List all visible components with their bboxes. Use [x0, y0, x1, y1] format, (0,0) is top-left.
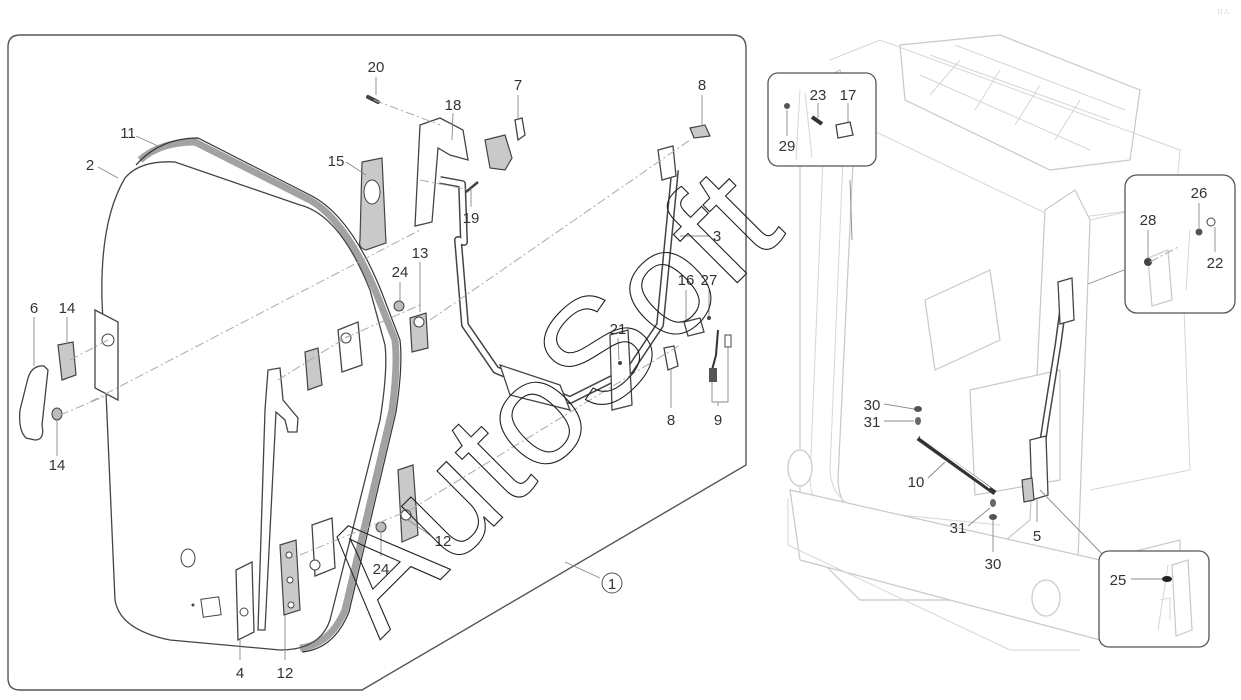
svg-text:23: 23: [810, 87, 827, 104]
svg-text:2: 2: [86, 157, 94, 174]
svg-text:16: 16: [678, 272, 695, 289]
callout-30-top: 30: [864, 397, 915, 414]
callout-27: 27: [701, 272, 718, 316]
door-handle-plate: [94, 308, 119, 402]
detail-inset-top: 23 17 29: [767, 72, 877, 167]
callout-13: 13: [412, 245, 429, 312]
callout-12-bottom: 12: [277, 615, 294, 682]
washer: [51, 407, 63, 421]
door-latch: [484, 134, 513, 171]
svg-text:17: 17: [840, 87, 857, 104]
callout-14-bottom: 14: [49, 420, 66, 474]
buffer-8b: [663, 345, 679, 371]
callout-28: 28: [1140, 212, 1157, 258]
svg-text:8: 8: [667, 412, 675, 429]
svg-text:30: 30: [864, 397, 881, 414]
callout-21: 21: [610, 321, 627, 361]
callout-26: 26: [1191, 185, 1208, 228]
detail-inset-bottom: 25: [1098, 550, 1210, 648]
callout-24-top: 24: [392, 264, 409, 301]
svg-text:8: 8: [698, 77, 706, 94]
door-switch: [711, 329, 719, 371]
svg-text:22: 22: [1207, 255, 1224, 272]
callout-2: 2: [86, 157, 119, 179]
callout-12-top: 12: [407, 519, 452, 550]
callout-3: 3: [680, 228, 721, 245]
svg-text:31: 31: [864, 414, 881, 431]
callout-10: 10: [908, 461, 946, 491]
assembly-reference: 1: [564, 561, 623, 594]
buffer-8a: [689, 124, 711, 139]
callout-20: 20: [368, 59, 385, 95]
svg-text:20: 20: [368, 59, 385, 76]
svg-text:19: 19: [463, 210, 480, 227]
callout-8-bottom: 8: [667, 370, 675, 429]
bracket-16: [683, 317, 705, 337]
door-handle: [18, 365, 49, 441]
callout-4: 4: [236, 640, 244, 682]
svg-text:14: 14: [49, 457, 66, 474]
gas-strut: [916, 435, 997, 496]
svg-text:27: 27: [701, 272, 718, 289]
svg-text:1: 1: [608, 576, 616, 593]
cab-body: [787, 34, 1191, 651]
svg-text:3: 3: [713, 228, 721, 245]
detail-inset-right: 26 28 22: [1124, 174, 1236, 314]
svg-text:10: 10: [908, 474, 925, 491]
svg-text:26: 26: [1191, 185, 1208, 202]
assembly-frame: [7, 34, 747, 691]
callout-23: 23: [810, 87, 827, 118]
svg-text:24: 24: [392, 264, 409, 281]
svg-text:13: 13: [412, 245, 429, 262]
callout-22: 22: [1207, 227, 1224, 272]
callout-7: 7: [514, 77, 522, 118]
strip-plate-12a: [397, 464, 419, 543]
callout-19: 19: [463, 188, 480, 227]
svg-text:18: 18: [445, 97, 462, 114]
nut-24a: [393, 300, 405, 312]
callout-16: 16: [678, 272, 695, 320]
handle-bezel: [57, 341, 77, 381]
svg-text:24: 24: [373, 561, 390, 578]
callout-6: 6: [30, 300, 38, 366]
svg-text:21: 21: [610, 321, 627, 338]
callout-31-top: 31: [864, 414, 914, 431]
corner-mark: ∷ ∴: [1218, 9, 1229, 16]
svg-text:11: 11: [120, 125, 136, 142]
svg-text:12: 12: [277, 665, 294, 682]
svg-text:7: 7: [514, 77, 522, 94]
latch-bracket: [414, 117, 469, 227]
callout-14-top: 14: [59, 300, 76, 344]
svg-text:28: 28: [1140, 212, 1157, 229]
svg-text:15: 15: [328, 153, 345, 170]
svg-text:30: 30: [985, 556, 1002, 573]
callout-8-top: 8: [698, 77, 706, 126]
callout-24-bottom: 24: [373, 533, 390, 578]
callout-30-bottom: 30: [985, 520, 1002, 573]
screw-19: [465, 181, 479, 193]
callout-11: 11: [120, 125, 159, 147]
svg-text:14: 14: [59, 300, 76, 317]
callout-25: 25: [1110, 572, 1162, 589]
door-seal: [137, 138, 400, 652]
svg-text:25: 25: [1110, 572, 1127, 589]
svg-text:31: 31: [950, 520, 967, 537]
callout-31-bottom: 31: [950, 507, 991, 537]
callout-15: 15: [328, 153, 367, 176]
svg-text:9: 9: [714, 412, 722, 429]
callout-5: 5: [1033, 500, 1041, 545]
svg-text:29: 29: [779, 138, 796, 155]
callout-29: 29: [779, 110, 796, 155]
svg-text:5: 5: [1033, 528, 1041, 545]
svg-text:6: 6: [30, 300, 38, 317]
callout-17: 17: [840, 87, 857, 122]
svg-text:4: 4: [236, 665, 244, 682]
svg-text:12: 12: [435, 533, 452, 550]
callout-9: 9: [711, 347, 729, 429]
callout-18: 18: [445, 97, 462, 141]
door-lever: [257, 367, 299, 631]
